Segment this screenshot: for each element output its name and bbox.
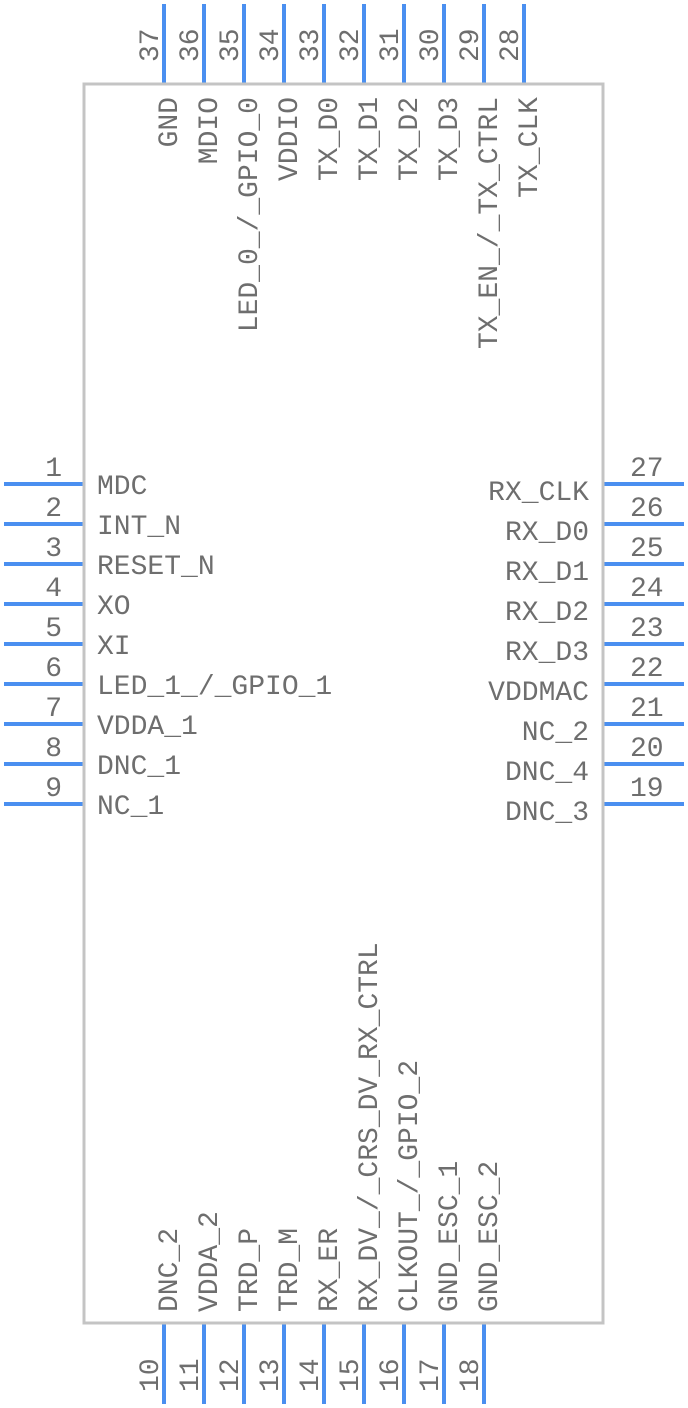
pin-name: CLKOUT_/_GPIO_2 xyxy=(395,1060,426,1312)
pin-number: 33 xyxy=(296,28,327,62)
pin-name: NC_2 xyxy=(522,718,589,749)
pin-name: RX_DV_/_CRS_DV_RX_CTRL xyxy=(355,942,386,1312)
pin-number: 8 xyxy=(45,734,62,765)
pin-name: GND xyxy=(155,97,186,147)
pin-name: VDDA_2 xyxy=(195,1211,226,1312)
pin-name: VDDA_1 xyxy=(97,712,198,743)
pin-name: NC_1 xyxy=(97,792,164,823)
pin-name: RESET_N xyxy=(97,552,215,583)
pin-name: RX_ER xyxy=(315,1228,346,1312)
pin-name: XO xyxy=(97,592,131,623)
pin-number: 21 xyxy=(630,694,664,725)
pin-number: 17 xyxy=(416,1358,447,1392)
pin-name: LED_0_/_GPIO_0 xyxy=(235,97,266,332)
pin-name: GND_ESC_1 xyxy=(435,1161,466,1312)
pin-number: 7 xyxy=(45,694,62,725)
pin-lines xyxy=(4,4,684,1404)
pin-number: 5 xyxy=(45,614,62,645)
pin-name: MDC xyxy=(97,472,147,503)
pin-name: DNC_4 xyxy=(505,758,589,789)
pin-number: 13 xyxy=(256,1358,287,1392)
pin-number: 35 xyxy=(216,28,247,62)
pin-name: RX_D1 xyxy=(505,558,589,589)
pin-number: 36 xyxy=(176,28,207,62)
pin-name: DNC_1 xyxy=(97,752,181,783)
pin-name: TX_D2 xyxy=(395,97,426,181)
pin-name: MDIO xyxy=(195,97,226,164)
pin-number: 22 xyxy=(630,654,664,685)
pin-name: TRD_P xyxy=(235,1228,266,1312)
pin-name: TX_CLK xyxy=(515,97,546,198)
pin-number: 2 xyxy=(45,494,62,525)
pin-number: 34 xyxy=(256,28,287,62)
pin-name: RX_D2 xyxy=(505,598,589,629)
pin-number: 9 xyxy=(45,774,62,805)
pin-number: 19 xyxy=(630,774,664,805)
pin-number: 3 xyxy=(45,534,62,565)
pin-number: 25 xyxy=(630,534,664,565)
pin-number: 32 xyxy=(336,28,367,62)
pin-name: RX_D3 xyxy=(505,638,589,669)
pin-name: LED_1_/_GPIO_1 xyxy=(97,672,332,703)
pin-number: 11 xyxy=(176,1358,207,1392)
pin-name: TX_D3 xyxy=(435,97,466,181)
pin-number: 12 xyxy=(216,1358,247,1392)
pin-number: 23 xyxy=(630,614,664,645)
pin-name: XI xyxy=(97,632,131,663)
pin-name: TX_D1 xyxy=(355,97,386,181)
pin-name: DNC_3 xyxy=(505,798,589,829)
pin-name: TX_D0 xyxy=(315,97,346,181)
pin-number: 20 xyxy=(630,734,664,765)
pin-name: RX_D0 xyxy=(505,518,589,549)
pin-name: TRD_M xyxy=(275,1228,306,1312)
pin-number: 24 xyxy=(630,574,664,605)
pin-number: 6 xyxy=(45,654,62,685)
pin-number: 16 xyxy=(376,1358,407,1392)
pin-number: 18 xyxy=(456,1358,487,1392)
pin-number: 14 xyxy=(296,1358,327,1392)
pin-number: 29 xyxy=(456,28,487,62)
pin-number: 30 xyxy=(416,28,447,62)
pin-name: TX_EN_/_TX_CTRL xyxy=(475,97,506,349)
pin-number: 26 xyxy=(630,494,664,525)
component-body xyxy=(82,82,605,1325)
pin-name: VDDMAC xyxy=(488,678,589,709)
pin-number: 27 xyxy=(630,454,664,485)
pin-number: 15 xyxy=(336,1358,367,1392)
pin-name: GND_ESC_2 xyxy=(475,1161,506,1312)
pin-number: 37 xyxy=(136,28,167,62)
pin-number: 10 xyxy=(136,1358,167,1392)
pin-name: INT_N xyxy=(97,512,181,543)
pin-name: RX_CLK xyxy=(488,478,589,509)
pin-number: 4 xyxy=(45,574,62,605)
pin-name: VDDIO xyxy=(275,97,306,181)
pin-number: 31 xyxy=(376,28,407,62)
pin-name: DNC_2 xyxy=(155,1228,186,1312)
pin-number: 28 xyxy=(496,28,527,62)
pin-number: 1 xyxy=(45,454,62,485)
